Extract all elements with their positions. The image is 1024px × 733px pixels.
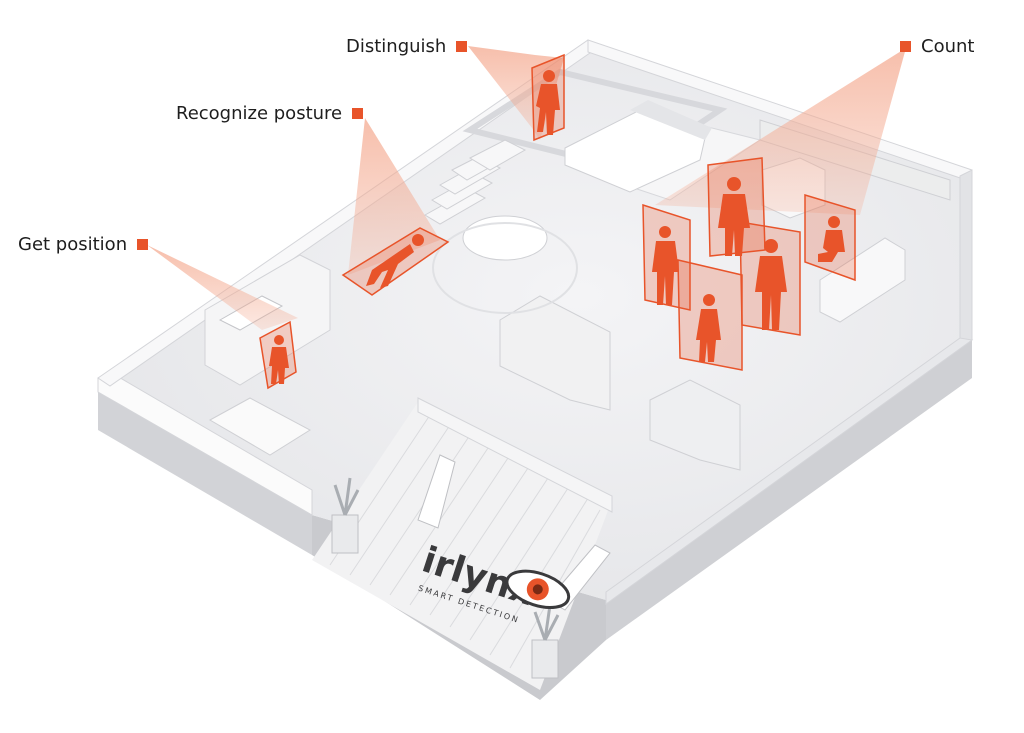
slab-side-east	[606, 340, 972, 640]
terrace-planks	[329, 414, 601, 669]
callout-distinguish-label: Distinguish	[346, 36, 447, 57]
detections	[259, 53, 856, 390]
beam-get-position	[147, 245, 298, 330]
wall-southeast	[605, 337, 974, 605]
planter-1	[331, 514, 359, 554]
callout-count-label: Count	[921, 36, 975, 57]
table-rug	[432, 222, 578, 314]
person-lying	[366, 234, 424, 288]
person-position	[269, 335, 289, 384]
person-count-3	[818, 216, 845, 262]
callout-count: Count	[900, 36, 974, 57]
round-table	[462, 215, 548, 261]
bed-headboard	[630, 100, 712, 140]
sink-counter	[208, 397, 311, 456]
callout-count-marker-icon	[900, 41, 911, 52]
partition-south	[649, 379, 741, 471]
callout-recognize-posture: Recognize posture	[176, 103, 364, 124]
wall-east	[959, 169, 973, 347]
sofa	[819, 237, 906, 323]
partition-center	[499, 295, 611, 411]
callout-get-position: Get position	[18, 234, 149, 255]
deck-chair-1	[417, 454, 456, 529]
person-count-2	[718, 177, 750, 256]
callout-recognize-posture-marker-icon	[352, 108, 364, 119]
callout-recognize-posture-label: Recognize posture	[176, 103, 343, 124]
person-count-5	[696, 294, 721, 362]
beam-count	[655, 48, 906, 215]
callout-get-position-label: Get position	[18, 234, 128, 255]
logo-eye-icon	[505, 569, 571, 609]
person-count-1	[652, 226, 679, 305]
plant-1	[333, 477, 360, 516]
callout-get-position-marker-icon	[137, 239, 149, 250]
wall-terrace	[417, 397, 613, 513]
person-distinguish	[536, 70, 560, 135]
person-count-4	[755, 239, 787, 330]
planter-2	[531, 639, 559, 679]
callout-distinguish-marker-icon	[456, 41, 468, 52]
callout-distinguish: Distinguish	[346, 36, 468, 57]
plant-2	[533, 604, 560, 641]
slab-side	[98, 392, 312, 555]
stairs	[424, 139, 527, 225]
